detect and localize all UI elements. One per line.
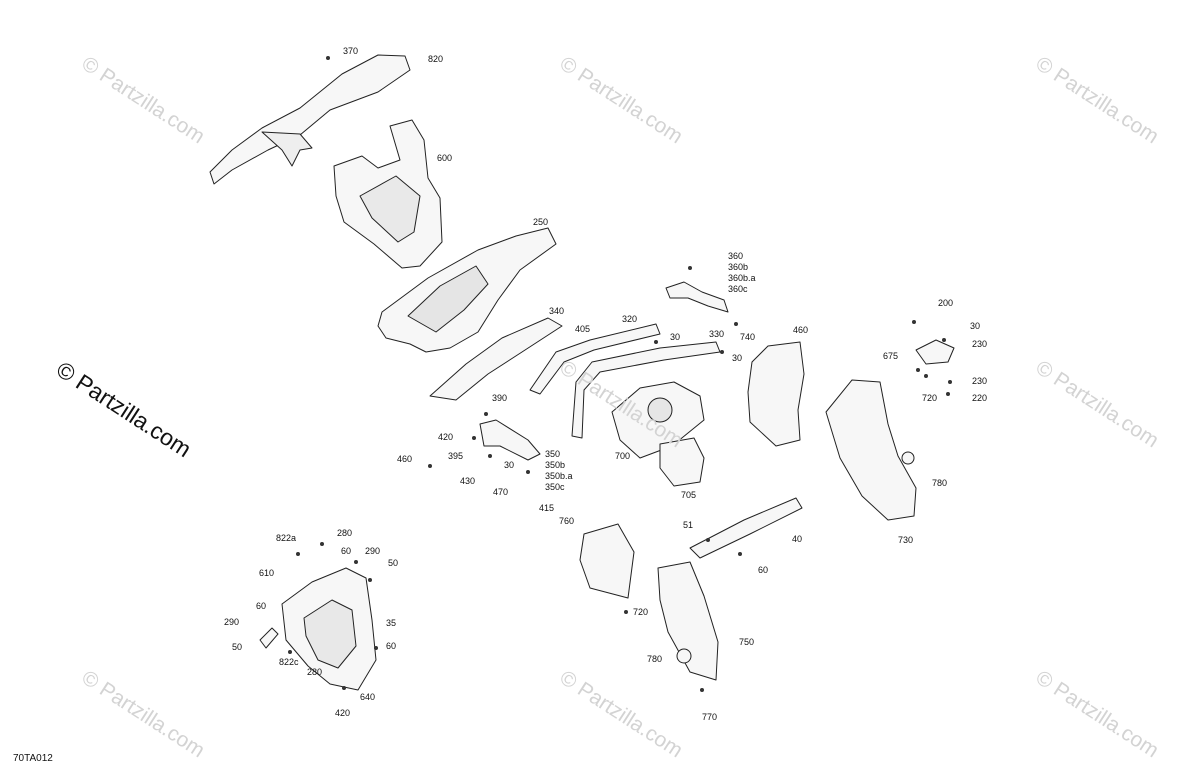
part-290-plate <box>259 627 279 649</box>
callout: 280 <box>307 667 323 677</box>
callout: 50 <box>388 558 399 568</box>
callout: 340 <box>549 306 565 316</box>
callout: 230 <box>972 376 988 386</box>
part-320-tube <box>529 323 661 395</box>
callout: 390 <box>492 393 508 403</box>
callout: 600 <box>437 153 453 163</box>
callout: 200 <box>938 298 954 308</box>
callout: 720 <box>633 607 649 617</box>
callout: 420 <box>438 432 454 442</box>
callout: 230 <box>972 339 988 349</box>
callout: 405 <box>575 324 591 334</box>
callout: 60 <box>256 601 267 611</box>
part-750-panel <box>657 561 719 681</box>
callout: 610 <box>259 568 275 578</box>
callout: 280 <box>337 528 353 538</box>
diagram-reference-code: 70TA012 <box>13 753 53 764</box>
callout: 720 <box>922 393 938 403</box>
callout: 395 <box>448 451 464 461</box>
callout: 822a <box>276 533 297 543</box>
part-760-panel <box>579 523 635 599</box>
callout: 350c <box>545 482 565 492</box>
callout: 460 <box>793 325 809 335</box>
part-740-side-panel <box>747 341 805 447</box>
callout: 770 <box>702 712 718 722</box>
callout: 780 <box>932 478 948 488</box>
callout: 460 <box>397 454 413 464</box>
callout: 360b.a <box>728 273 756 283</box>
callout: 360 <box>728 251 744 261</box>
callout: 430 <box>460 476 476 486</box>
callout: 350b.a <box>545 471 573 481</box>
callout: 40 <box>792 534 803 544</box>
callout: 51 <box>683 520 694 530</box>
callout: 60 <box>341 546 352 556</box>
part-705-display <box>659 437 705 487</box>
callout: 30 <box>670 332 681 342</box>
callout: 705 <box>681 490 697 500</box>
callout: 60 <box>758 565 769 575</box>
callout: 30 <box>732 353 743 363</box>
callout: 820 <box>428 54 444 64</box>
callout: 700 <box>615 451 631 461</box>
callout: 330 <box>709 329 725 339</box>
callout: 370 <box>343 46 359 56</box>
part-200-bracket <box>915 339 955 365</box>
callout: 740 <box>740 332 756 342</box>
part-820-bracket <box>261 131 313 167</box>
callout: 320 <box>622 314 638 324</box>
part-820-crossbar <box>209 54 411 185</box>
callout: 675 <box>883 351 899 361</box>
callout: 760 <box>559 516 575 526</box>
callout: 350 <box>545 449 561 459</box>
callout: 822c <box>279 657 299 667</box>
callout: 35 <box>386 618 397 628</box>
callout: 730 <box>898 535 914 545</box>
callout: 360b <box>728 262 749 272</box>
callout: 250 <box>533 217 549 227</box>
callout: 420 <box>335 708 351 718</box>
part-340-bracket <box>429 317 563 401</box>
callout: 30 <box>504 460 515 470</box>
part-360-bracket <box>665 281 729 313</box>
callout: 640 <box>360 692 376 702</box>
callout: 290 <box>365 546 381 556</box>
callout: 30 <box>970 321 981 331</box>
part-40-bracket <box>689 497 803 559</box>
callout: 360c <box>728 284 748 294</box>
part-350-bracket <box>479 419 541 461</box>
part-730-side-panel <box>825 379 917 521</box>
callout: 50 <box>232 642 243 652</box>
callout: 415 <box>539 503 555 513</box>
callout: 290 <box>224 617 240 627</box>
callout: 780 <box>647 654 663 664</box>
callout: 750 <box>739 637 755 647</box>
callout: 60 <box>386 641 397 651</box>
callout: 350b <box>545 460 566 470</box>
callout: 470 <box>493 487 509 497</box>
callout: 220 <box>972 393 988 403</box>
